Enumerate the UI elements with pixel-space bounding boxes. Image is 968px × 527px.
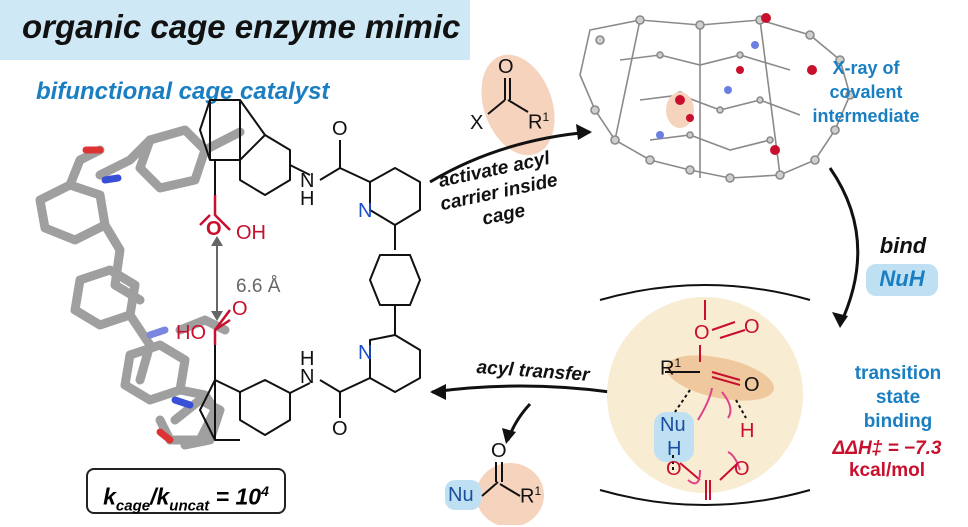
bind-label: bind bbox=[879, 233, 927, 258]
product-highlight bbox=[476, 463, 544, 525]
cage-skeleton bbox=[199, 99, 421, 441]
cage-3d-model bbox=[35, 125, 245, 450]
k-cage: k bbox=[103, 483, 116, 510]
acyl-substrate-bonds bbox=[487, 78, 529, 115]
reaction-arrows bbox=[429, 130, 860, 441]
ts-line3: binding bbox=[863, 411, 933, 432]
cage-3d-accents bbox=[82, 146, 194, 444]
rate-enhancement-box: kcage/kuncat = 104 bbox=[86, 468, 286, 514]
nh-top-n: N bbox=[300, 170, 315, 192]
product-nu-highlight bbox=[445, 480, 481, 510]
ts-top-arc bbox=[599, 284, 811, 301]
ts-bottom-arc bbox=[599, 489, 811, 506]
ts-o-acyl: O bbox=[744, 374, 760, 396]
ho-o: O bbox=[190, 322, 207, 344]
nuh-label: NuH bbox=[879, 266, 925, 291]
product-nu: Nu bbox=[448, 484, 474, 506]
amide-bottom-o: O bbox=[332, 418, 348, 440]
ts-o-right: O bbox=[734, 458, 750, 480]
ts-bonds bbox=[679, 300, 746, 500]
ts-r1: R1 bbox=[660, 356, 681, 381]
ts-binding-label: transition state binding bbox=[838, 362, 958, 434]
ts-r-sup: 1 bbox=[674, 356, 682, 370]
product-bonds bbox=[481, 462, 521, 497]
xray-label-line1: X-ray of bbox=[832, 58, 900, 78]
ts-o-ester: O bbox=[694, 322, 710, 344]
arrow-heads bbox=[430, 124, 848, 444]
substrate-o: O bbox=[498, 56, 514, 78]
ts-line2: state bbox=[875, 387, 921, 408]
substrate-r1: R1 bbox=[528, 110, 549, 135]
cooh-top-o: O bbox=[206, 218, 222, 240]
ts-dashed bbox=[672, 389, 747, 470]
substrate-r-sup: 1 bbox=[542, 110, 550, 124]
nh-bottom-n: N bbox=[300, 366, 315, 388]
xray-label: X-ray of covalent intermediate bbox=[806, 56, 926, 128]
product-r: R bbox=[520, 485, 535, 508]
product-o: O bbox=[491, 440, 507, 462]
nh-top-h: H bbox=[300, 188, 315, 210]
ho-h: H bbox=[176, 322, 191, 344]
cooh-top-oh: OH bbox=[236, 222, 266, 244]
figure-subtitle: bifunctional cage catalyst bbox=[36, 78, 330, 105]
ts-nu: Nu bbox=[660, 414, 686, 436]
ts-o-left: O bbox=[666, 458, 682, 480]
rate-exponent: 4 bbox=[261, 483, 269, 499]
ts-r: R bbox=[660, 357, 675, 380]
nuh-badge bbox=[866, 264, 938, 296]
figure-title: organic cage enzyme mimic bbox=[22, 8, 461, 45]
ddh-unit: kcal/mol bbox=[848, 460, 926, 481]
k-cage-sub: cage bbox=[115, 497, 151, 515]
ts-o-carbonyl-top: O bbox=[744, 316, 760, 338]
product-r-sup: 1 bbox=[534, 484, 542, 498]
ts-acid-h: H bbox=[740, 420, 755, 442]
k-uncat-sub: uncat bbox=[169, 497, 210, 515]
xray-heteroatoms bbox=[656, 13, 817, 155]
k-uncat: /k bbox=[150, 483, 170, 510]
ddh-value: ΔΔH‡ = −7.3 bbox=[832, 438, 942, 459]
amide-top-o: O bbox=[332, 118, 348, 140]
xray-label-line3: intermediate bbox=[812, 106, 920, 126]
xray-structure bbox=[579, 15, 855, 183]
ts-line1: transition bbox=[854, 363, 942, 384]
ts-nu-h: H bbox=[667, 438, 682, 460]
ts-acyl-highlight bbox=[666, 355, 774, 401]
ts-curly-arrows bbox=[687, 387, 741, 485]
cooh-bottom-ho: HO bbox=[176, 322, 206, 345]
product-r1: R1 bbox=[520, 484, 541, 509]
ddh-label: ΔΔH‡ = −7.3 kcal/mol bbox=[812, 438, 962, 482]
substrate-x: X bbox=[470, 112, 484, 134]
nu-highlight bbox=[654, 412, 694, 462]
xray-label-line2: covalent bbox=[829, 82, 903, 102]
distance-label: 6.6 Å bbox=[236, 276, 281, 297]
pyridine-bottom-n: N bbox=[358, 342, 373, 364]
cooh-bottom-o: O bbox=[232, 298, 248, 320]
carboxylic-acid-bonds bbox=[199, 195, 231, 345]
rate-equals: = 10 bbox=[209, 483, 262, 510]
title-banner bbox=[0, 0, 470, 60]
substrate-r: R bbox=[528, 111, 543, 134]
pyridine-top-n: N bbox=[358, 200, 373, 222]
nh-bottom-h: H bbox=[300, 348, 315, 370]
distance-marker bbox=[211, 236, 223, 321]
